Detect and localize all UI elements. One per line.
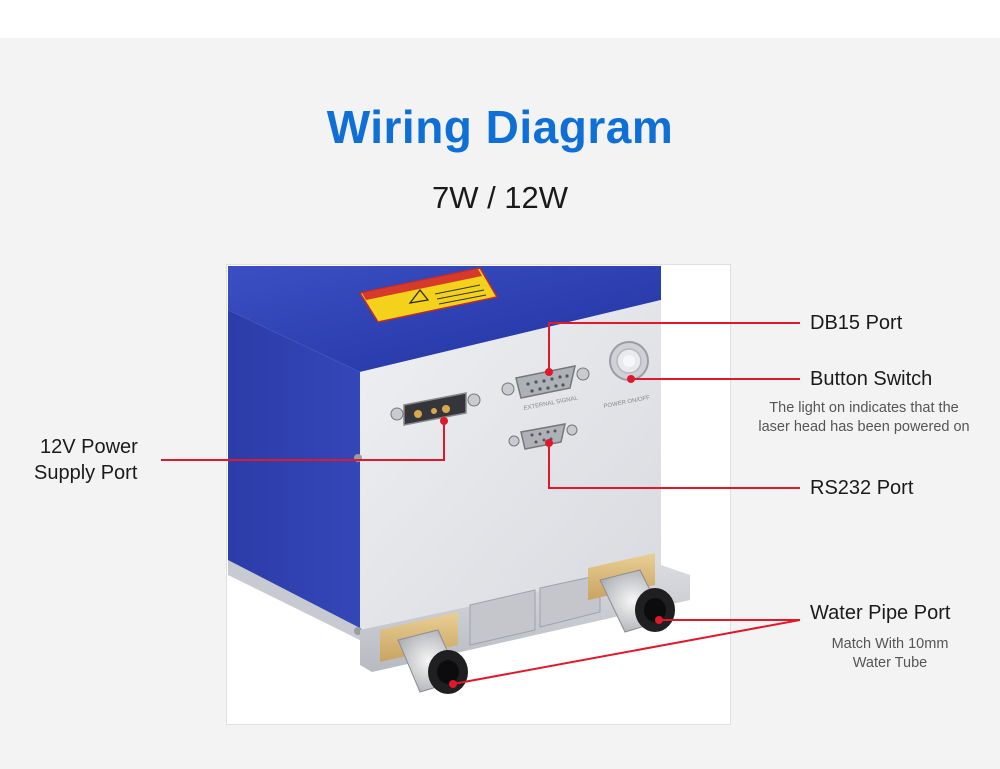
water-fitting-left (380, 612, 468, 694)
leader-rs232 (548, 443, 800, 489)
leader-dot-water-left (449, 680, 457, 688)
rs232-connector (508, 423, 578, 450)
label-water-pipe: Water Pipe Port (810, 602, 951, 624)
power-connector (390, 392, 481, 426)
page-title: Wiring Diagram (326, 101, 674, 153)
leader-dot-button (627, 375, 635, 383)
label-db15: DB15 Port (810, 312, 903, 334)
page-subtitle: 7W / 12W (431, 180, 569, 215)
label-power-line2: Supply Port (34, 462, 138, 484)
leader-dot-db15 (545, 368, 553, 376)
front-panel (354, 300, 661, 640)
label-rs232: RS232 Port (810, 477, 914, 499)
note-button-line2: laser head has been powered on (758, 419, 970, 435)
housing-top (228, 266, 661, 372)
caution-label (358, 267, 499, 323)
label-button-switch: Button Switch (810, 368, 933, 390)
leader-power (161, 421, 445, 461)
leader-dot-power (440, 417, 448, 425)
housing-side (228, 310, 360, 640)
leader-db15 (548, 322, 800, 372)
leader-water-left (452, 619, 801, 685)
leader-dot-rs232 (545, 439, 553, 447)
note-water-line1: Match With 10mm (831, 636, 949, 652)
note-button-line1: The light on indicates that the (769, 400, 959, 416)
label-power-line1: 12V Power (40, 436, 138, 458)
leader-dot-water-right (655, 616, 663, 624)
top-band (0, 0, 1000, 38)
note-water-line2: Water Tube (852, 655, 928, 671)
